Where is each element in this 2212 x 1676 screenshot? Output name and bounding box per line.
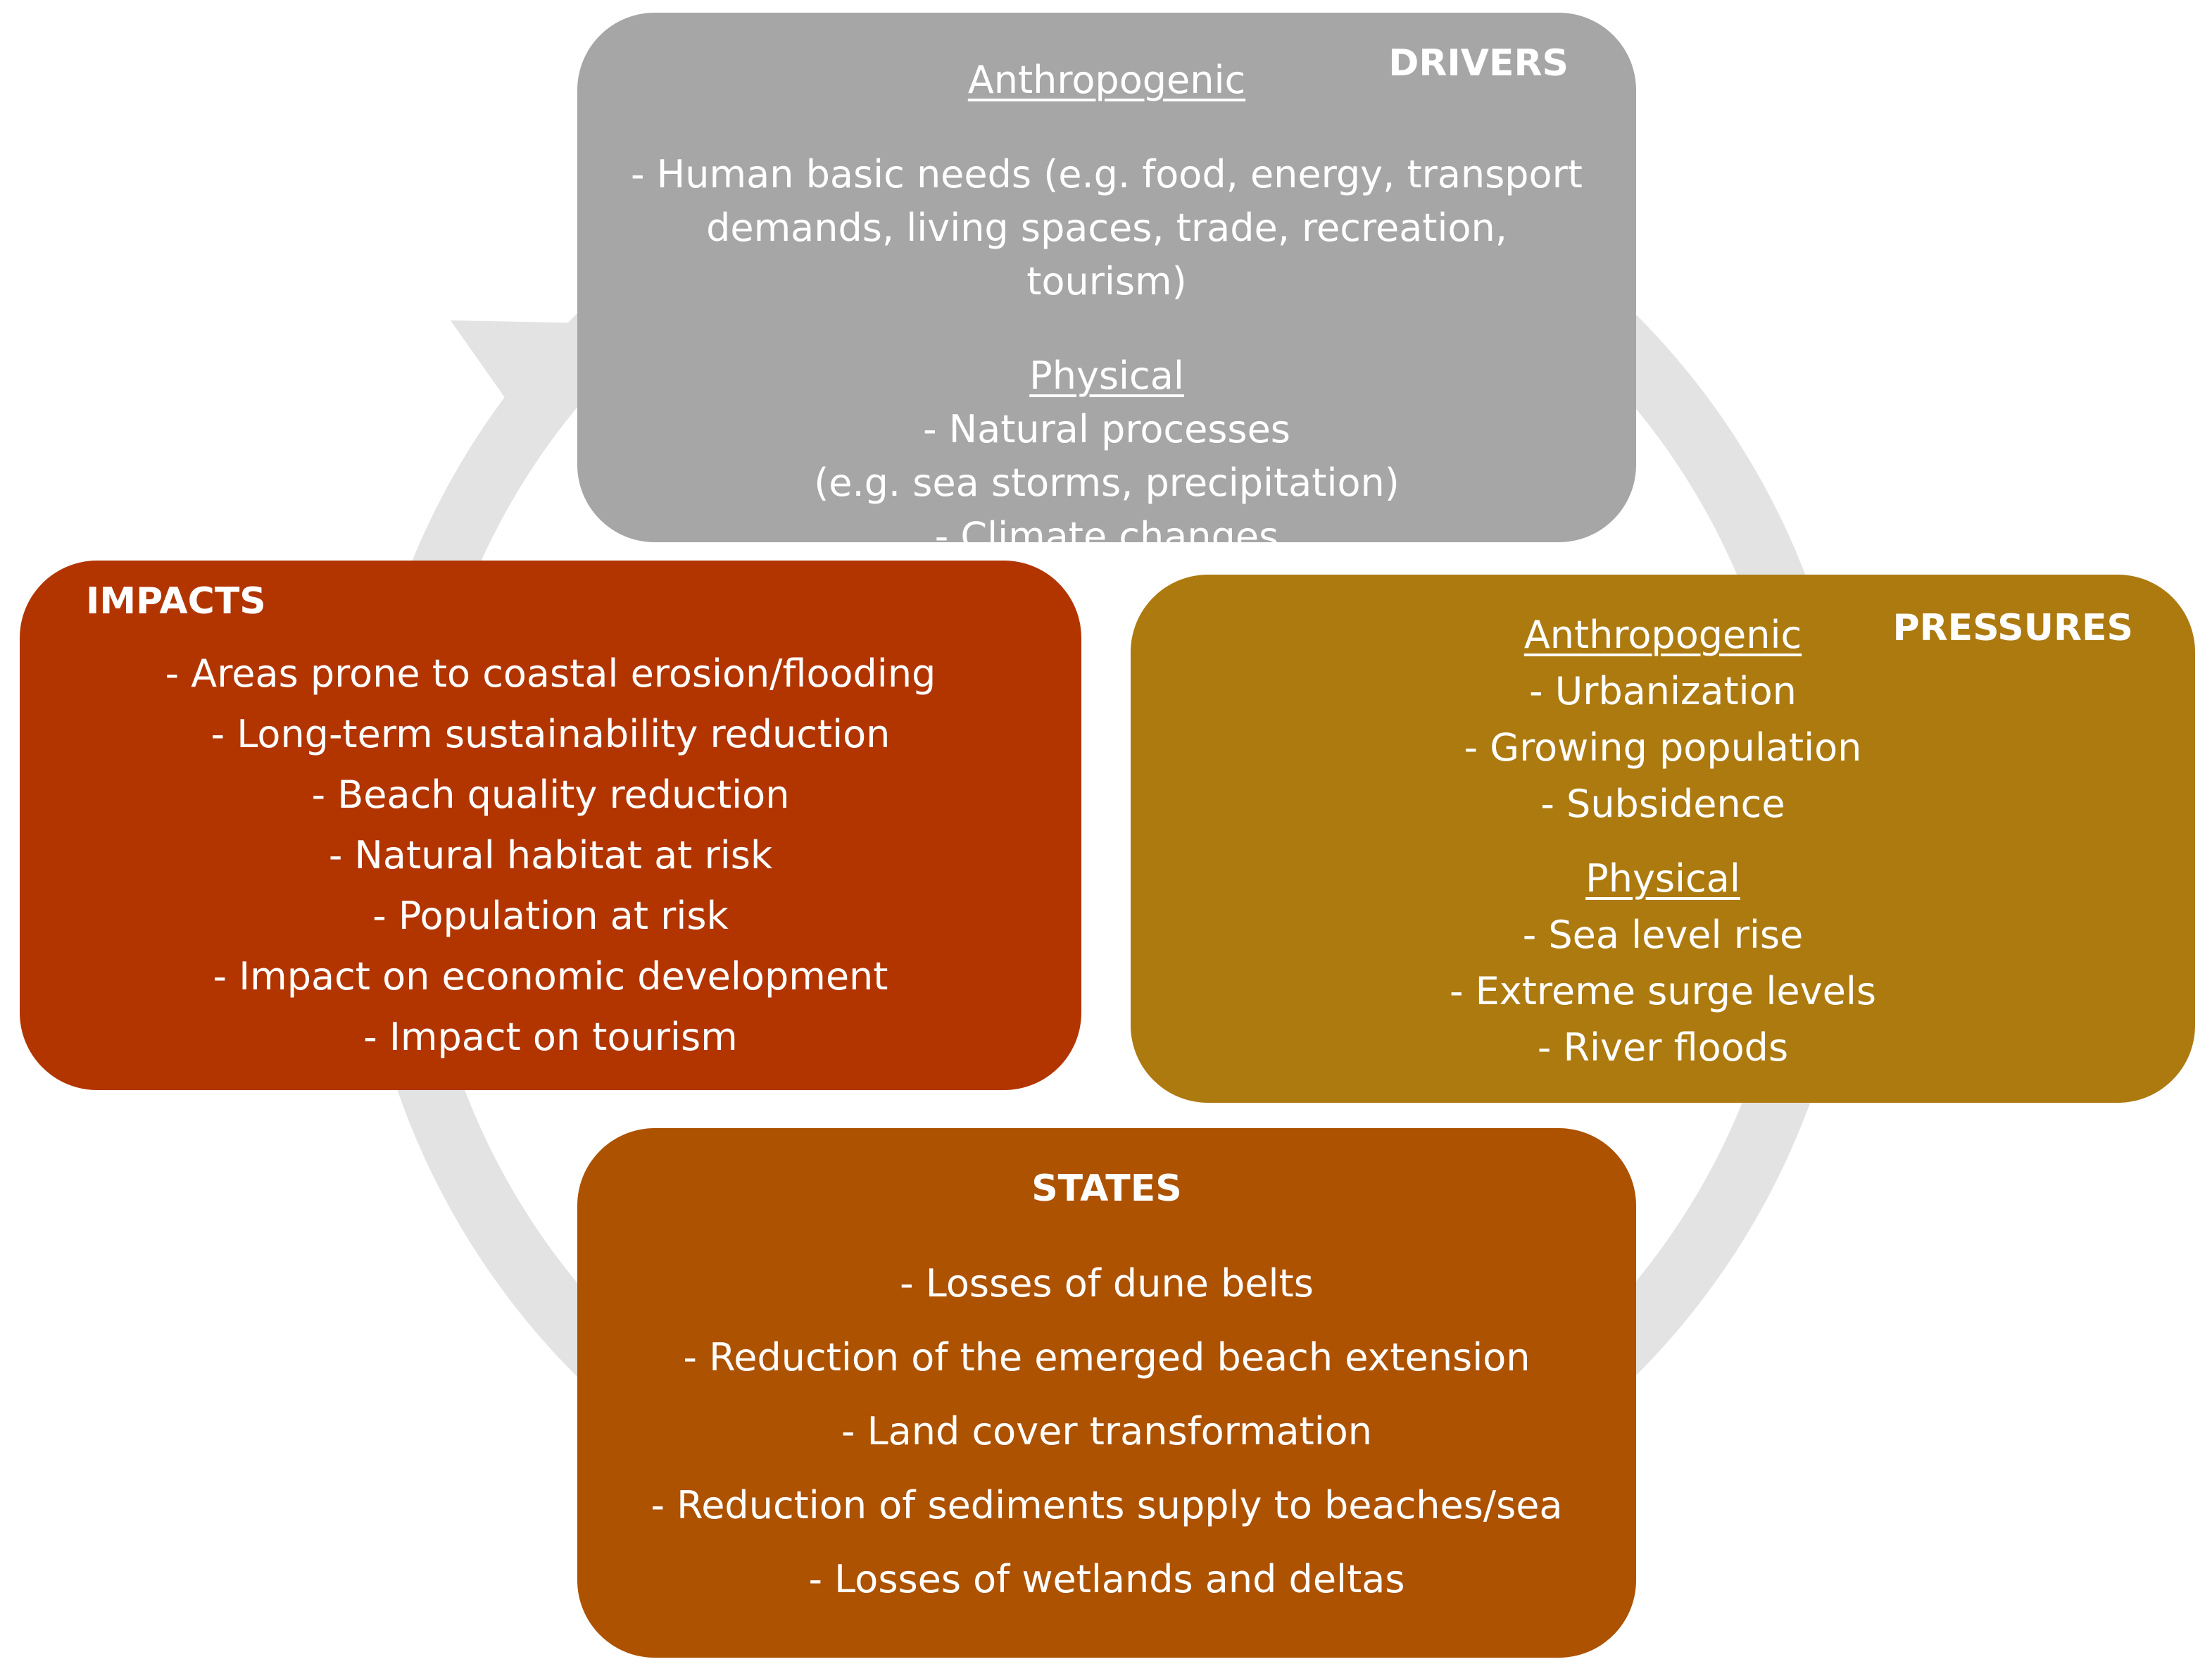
states-line: - Reduction of the emerged beach extensi… (683, 1335, 1531, 1380)
states-content: - Losses of dune belts - Reduction of th… (577, 1246, 1636, 1616)
impacts-line: - Population at risk (372, 894, 729, 938)
impacts-box: IMPACTS - Areas prone to coastal erosion… (20, 561, 1081, 1090)
pressures-anthropogenic-line: - Growing population (1464, 725, 1862, 770)
pressures-physical-heading: Physical (1585, 856, 1740, 901)
states-line: - Losses of dune belts (900, 1261, 1314, 1306)
drivers-anthropogenic-line: - Human basic needs (e.g. food, energy, … (631, 152, 1583, 196)
impacts-line: - Beach quality reduction (311, 773, 790, 817)
impacts-line: - Impact on tourism (363, 1015, 738, 1059)
states-box: STATES - Losses of dune belts - Reductio… (577, 1128, 1636, 1658)
pressures-physical-line: - Extreme surge levels (1450, 969, 1876, 1013)
drivers-anthropogenic-heading: Anthropogenic (967, 58, 1246, 102)
impacts-title: IMPACTS (86, 580, 266, 623)
impacts-line: - Impact on economic development (213, 954, 888, 999)
pressures-content: Anthropogenic - Urbanization - Growing p… (1131, 607, 2195, 1076)
pressures-box: PRESSURES Anthropogenic - Urbanization -… (1131, 575, 2195, 1103)
states-line: - Losses of wetlands and deltas (808, 1557, 1405, 1601)
drivers-physical-heading: Physical (1029, 354, 1184, 398)
drivers-anthropogenic-line: demands, living spaces, trade, recreatio… (706, 206, 1507, 250)
drivers-box: DRIVERS Anthropogenic - Human basic need… (577, 13, 1636, 558)
pressures-physical-line: - Sea level rise (1522, 913, 1804, 957)
drivers-physical-line: (e.g. sea storms, precipitation) (814, 461, 1400, 505)
drivers-anthropogenic-line: tourism) (1026, 259, 1187, 304)
pressures-title: PRESSURES (1892, 607, 2133, 649)
states-line: - Reduction of sediments supply to beach… (651, 1483, 1563, 1527)
drivers-physical-line: - Climate changes (934, 514, 1279, 558)
pressures-anthropogenic-line: - Subsidence (1540, 782, 1785, 826)
states-title: STATES (1031, 1168, 1182, 1210)
impacts-line: - Natural habitat at risk (328, 833, 773, 877)
pressures-anthropogenic-line: - Urbanization (1529, 669, 1797, 713)
impacts-line: - Areas prone to coastal erosion/floodin… (165, 651, 936, 696)
impacts-content: - Areas prone to coastal erosion/floodin… (20, 644, 1081, 1068)
impacts-line: - Long-term sustainability reduction (210, 712, 891, 756)
drivers-physical-line: - Natural processes (923, 407, 1290, 451)
states-line: - Land cover transformation (841, 1409, 1373, 1453)
drivers-title: DRIVERS (1388, 42, 1569, 85)
pressures-physical-line: - River floods (1537, 1025, 1789, 1070)
pressures-anthropogenic-heading: Anthropogenic (1523, 613, 1802, 657)
drivers-content: Anthropogenic - Human basic needs (e.g. … (577, 54, 1636, 563)
